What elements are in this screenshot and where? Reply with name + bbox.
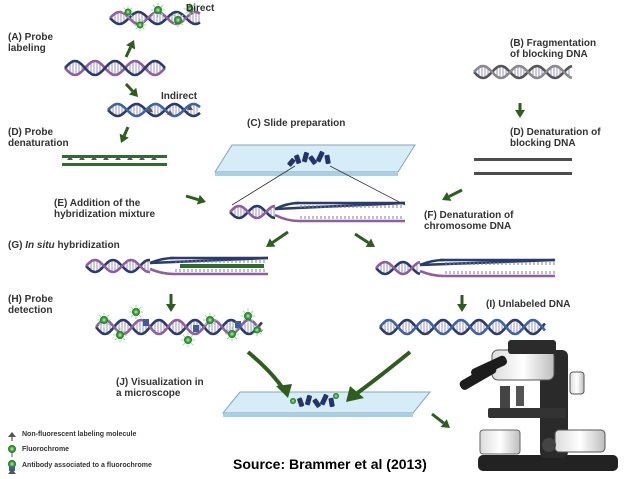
label-visualization: (J) Visualization in a microscope (116, 377, 204, 399)
in-situ-right-dna-twist (375, 260, 421, 276)
antibody-mark-2 (235, 321, 241, 328)
helix-unlabeled (379, 318, 546, 336)
fluorochrome-direct-3 (133, 18, 147, 32)
legend-item-antibody: Antibody associated to a fluorochrome (22, 462, 152, 469)
in-situ-left-dna (149, 256, 269, 276)
labeling-mark (139, 156, 145, 160)
labeling-mark (151, 156, 157, 160)
labeling-mark (127, 156, 133, 160)
labeling-mark (67, 156, 73, 160)
hybrid-mixture-dna (274, 201, 406, 223)
label-indirect: Indirect (161, 91, 198, 102)
fluorochrome-detect-4 (180, 332, 196, 348)
fluorochrome-detect-6 (224, 326, 240, 342)
label-probe-detection: (H) Probe detection (8, 294, 53, 316)
arrow-to-indirect (124, 82, 138, 97)
slide-bottom (221, 391, 432, 417)
slide-top (214, 144, 416, 176)
denatured-blocking-strands (474, 158, 572, 175)
arrow-curve-left (246, 350, 292, 398)
fluorochrome-direct-4 (183, 2, 197, 16)
legend-item-labeling-molecule: Non-fluorescent labeling molecule (22, 431, 137, 438)
legend-item-fluorochrome: Fluorochrome (22, 446, 70, 453)
antibody-mark-0 (143, 319, 149, 326)
label-direct: Direct (186, 3, 215, 14)
fluorochrome-direct-1 (150, 2, 166, 18)
antibody-mark-1 (193, 325, 199, 332)
label-fragmentation: (B) Fragmentation of blocking DNA (510, 38, 597, 60)
in-situ-left-dna-twist (85, 258, 151, 274)
in-situ-right-dna (419, 258, 556, 278)
helix-indirect (107, 102, 201, 118)
arrow-curve-right (346, 350, 412, 402)
label-slide-preparation: (C) Slide preparation (247, 118, 346, 129)
fluorochrome-detect-5 (202, 312, 218, 328)
label-probe-denaturation: (D) Probe denaturation (8, 127, 69, 149)
fluorochrome-direct-5 (121, 5, 135, 19)
arrow-addition (185, 194, 206, 205)
labeling-molecule-icon (8, 432, 16, 441)
zoom-lines (231, 165, 406, 206)
legend-icons (8, 432, 16, 474)
helix-blocking (473, 64, 573, 80)
antibody-icon (8, 460, 16, 474)
microscope-icon (459, 340, 618, 471)
helix-probe (64, 59, 166, 77)
fluorochrome-detect-2 (112, 327, 128, 343)
fluorochrome-detect-8 (250, 323, 264, 337)
fluorochrome-direct-2 (170, 12, 186, 28)
indirect-mark-0 (147, 107, 153, 112)
arrow-to-microscope (431, 412, 450, 428)
arrow-blocking-down (515, 103, 525, 118)
label-denaturation-blocking: (D) Denaturation of blocking DNA (510, 127, 601, 149)
fluorochrome-detect-3 (128, 304, 144, 320)
labeling-mark (79, 156, 85, 160)
fluorochrome-detect-1 (96, 312, 112, 328)
label-denaturation-chromosome: (F) Denaturation of chromosome DNA (424, 210, 514, 232)
arrow-probe-down (119, 126, 130, 143)
arrow-denat-chromosome (442, 188, 463, 201)
arrow-hybrid-left (266, 230, 289, 247)
arrow-detection-down (166, 294, 176, 312)
indirect-mark-2 (187, 105, 193, 110)
hybrid-mixture-dna-twist (229, 204, 276, 220)
labeling-mark (103, 156, 109, 160)
fluorochrome-detect-7 (240, 308, 256, 324)
source-citation: Source: Brammer et al (2013) (233, 456, 427, 472)
label-addition-mixture: (E) Addition of the hybridization mixtur… (54, 198, 156, 220)
indirect-mark-1 (167, 110, 173, 115)
label-in-situ-hybridization: (G) In situ hybridization (8, 240, 120, 251)
labeling-mark (91, 156, 97, 160)
arrow-to-direct (124, 40, 136, 58)
label-probe-labeling: (A) Probe labeling (8, 32, 53, 54)
label-unlabeled-dna: (I) Unlabeled DNA (486, 299, 571, 310)
labeling-mark (115, 156, 121, 160)
fluorochrome-icon (8, 445, 16, 457)
denatured-probe-strands (62, 155, 167, 166)
arrow-unlabeled-down (457, 295, 467, 312)
arrow-hybrid-right (354, 232, 375, 247)
